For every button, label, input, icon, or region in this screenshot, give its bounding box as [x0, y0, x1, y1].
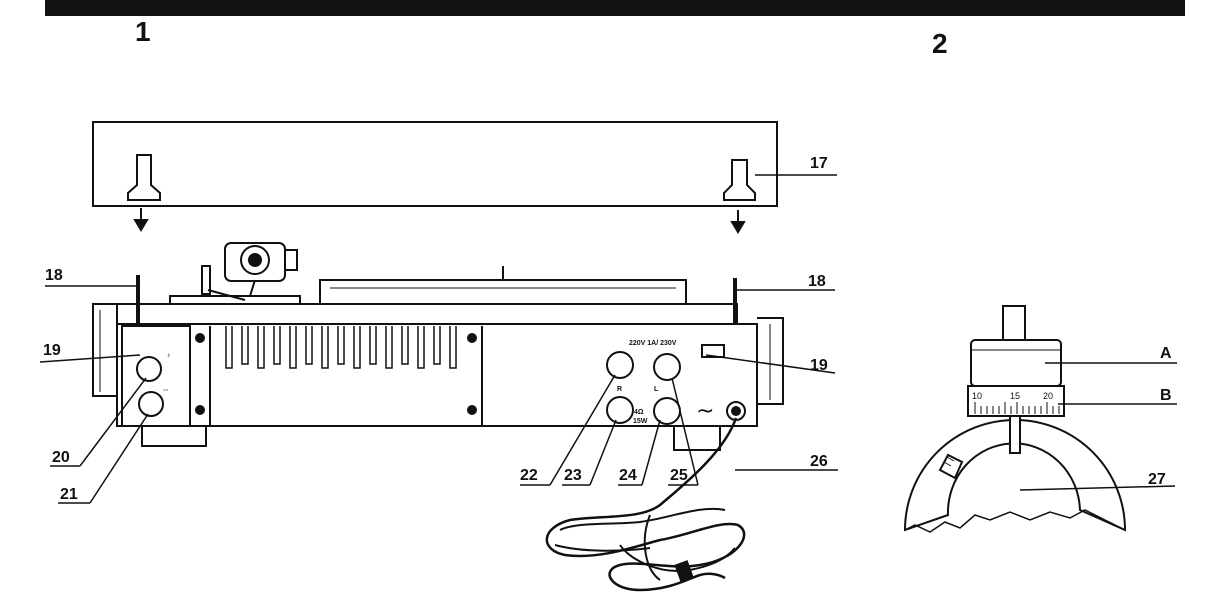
impedance-marking: 4Ω — [634, 409, 644, 416]
arrow-down-right — [730, 221, 746, 234]
scale-tick-20: 20 — [1043, 391, 1053, 401]
callout-20: 20 — [52, 449, 70, 466]
leader-lines-figure-2 — [1019, 362, 1177, 491]
callout-25: 25 — [670, 467, 688, 484]
cooling-fins — [225, 326, 457, 369]
leader-lines-figure-1 — [39, 174, 838, 504]
svg-text:◦◦: ◦◦ — [163, 387, 168, 394]
mains-cable — [545, 417, 746, 592]
dust-cover — [92, 121, 778, 207]
callout-24: 24 — [619, 467, 637, 484]
figure-1-illustration: ♪ ◦◦ — [39, 121, 838, 592]
socket-25 — [653, 353, 681, 381]
shaft-top — [1002, 305, 1026, 343]
deck-plate — [116, 303, 738, 325]
svg-text:♪: ♪ — [167, 352, 171, 359]
scale-tick-10: 10 — [972, 391, 982, 401]
callout-17: 17 — [810, 155, 828, 172]
callout-23: 23 — [564, 467, 582, 484]
socket-24 — [653, 397, 681, 425]
lid-hinge-left — [127, 154, 161, 201]
tonearm-assembly — [169, 242, 301, 305]
callout-18-left: 18 — [45, 267, 63, 284]
callout-19-right: 19 — [810, 357, 828, 374]
platter — [319, 279, 687, 305]
cabinet-rear — [116, 323, 758, 427]
lid-hinge-right — [723, 159, 756, 201]
callout-a: A — [1160, 345, 1172, 362]
figure-2-number: 2 — [932, 28, 948, 59]
voltage-marking: 220V 1A/ 230V — [629, 340, 677, 347]
header-bar — [45, 0, 1185, 16]
right-channel-marking: R — [617, 386, 622, 393]
callout-b: B — [1160, 387, 1172, 404]
figure-2-illustration — [903, 305, 1177, 533]
left-channel-marking: L — [654, 386, 659, 393]
callout-19-left: 19 — [43, 342, 61, 359]
scale-tick-15: 15 — [1010, 391, 1020, 401]
figure-1-number: 1 — [135, 16, 151, 47]
socket-21 — [138, 391, 164, 417]
socket-22 — [606, 351, 634, 379]
socket-23 — [606, 396, 634, 424]
arc-platform — [903, 419, 1127, 532]
power-marking: 15W — [633, 418, 648, 425]
callout-18-right: 18 — [808, 273, 826, 290]
callout-27: 27 — [1148, 471, 1166, 488]
scale-ring-b — [967, 385, 1065, 417]
socket-20 — [136, 356, 162, 382]
mains-marking: ~ — [696, 399, 714, 424]
callout-26: 26 — [810, 453, 828, 470]
arrow-down-left — [133, 219, 149, 232]
callout-21: 21 — [60, 486, 78, 503]
callout-22: 22 — [520, 467, 538, 484]
